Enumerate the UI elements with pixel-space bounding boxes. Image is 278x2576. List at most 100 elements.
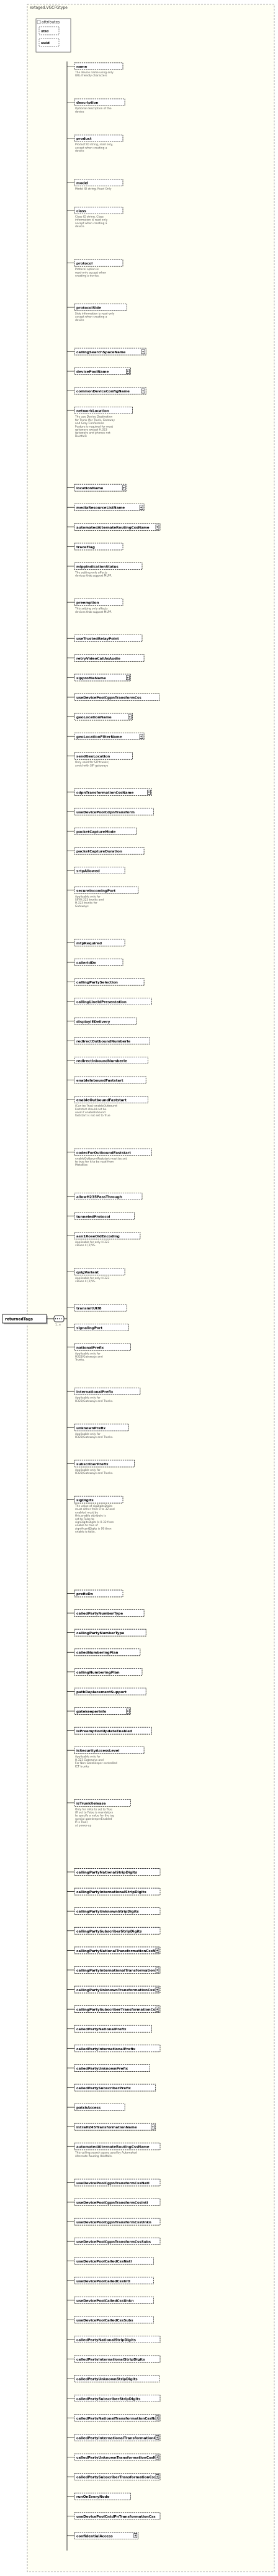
element-calling-search-space-name[interactable]: [74, 348, 146, 356]
element-intra-h245-transformation-name[interactable]: [74, 2123, 156, 2131]
element-codec-for-outbound-faststart[interactable]: [74, 1148, 152, 1156]
element-patch-access[interactable]: [74, 2104, 125, 2111]
element-calling-numbering-plan[interactable]: [74, 1668, 143, 1676]
element-use-device-pool-called-css-intl[interactable]: [74, 2277, 154, 2285]
element-called-party-international-strip-digits[interactable]: [74, 2355, 161, 2363]
element-allow-h235-pass-through[interactable]: [74, 1193, 143, 1201]
element-calling-party-national-transformation-css-name[interactable]: [74, 1946, 161, 1955]
element-mtp-required[interactable]: [74, 939, 125, 947]
element-transmit-utf8[interactable]: [74, 1304, 127, 1312]
element-geo-location-name[interactable]: [74, 713, 133, 721]
element-calling-party-number-type[interactable]: [74, 1629, 146, 1637]
element-calling-party-unknown-strip-digits[interactable]: [74, 1907, 161, 1915]
element-retry-video-call-as-audio[interactable]: [74, 654, 145, 662]
element-trace-flag[interactable]: [74, 543, 123, 551]
element-use-device-pool-cgpn-transform-css[interactable]: [74, 694, 160, 701]
element-class[interactable]: [74, 207, 123, 214]
element-label: calledPartyNationalTransformationCssName: [76, 2417, 163, 2421]
element-use-device-pool-cdpn-transform[interactable]: [74, 808, 154, 816]
element-unknown-prefix[interactable]: [74, 1424, 129, 1432]
element-qsig-variant[interactable]: [74, 1268, 125, 1276]
element-media-resource-list-name[interactable]: [74, 504, 145, 512]
element-subscriber-prefix[interactable]: [74, 1460, 135, 1468]
element-use-trusted-relay-point[interactable]: [74, 635, 143, 643]
element-use-device-pool-called-css-subs[interactable]: [74, 2316, 154, 2324]
element-send-geo-location[interactable]: [74, 752, 133, 760]
element-enable-outbound-faststart[interactable]: [74, 1096, 148, 1103]
element-device-pool-name[interactable]: [74, 368, 131, 375]
element-called-party-unknown-prefix[interactable]: [74, 2064, 150, 2072]
element-product[interactable]: [74, 134, 123, 142]
element-tunneled-protocol[interactable]: [74, 1212, 135, 1220]
element-protocol-side[interactable]: [74, 304, 127, 311]
element-is-security-access-level[interactable]: [74, 1747, 145, 1755]
element-called-numbering-plan[interactable]: [74, 1648, 141, 1656]
element-confidential-access[interactable]: [74, 2532, 139, 2539]
element-calling-party-international-transformation-css-name[interactable]: [74, 1966, 161, 1974]
attribute-uuid[interactable]: [38, 38, 60, 47]
element-called-party-subscriber-transformation-css-name[interactable]: [74, 2473, 161, 2481]
element-network-location[interactable]: [74, 407, 133, 415]
element-calling-party-subscriber-strip-digits[interactable]: [74, 1927, 161, 1935]
element-srtp-allowed[interactable]: [74, 867, 125, 875]
element-calling-party-subscriber-transformation-css-name[interactable]: [74, 2005, 161, 2013]
element-caller-id-dn[interactable]: [74, 959, 123, 966]
element-use-device-pool-cntd-pn-transformation-css[interactable]: [74, 2512, 161, 2520]
element-label: geoLocationFilterName: [76, 736, 122, 739]
element-location-name[interactable]: [74, 484, 127, 492]
element-called-party-subscriber-prefix[interactable]: [74, 2084, 156, 2092]
element-run-on-every-node[interactable]: [74, 2492, 131, 2500]
element-automated-alternate-routing-css-name[interactable]: [74, 2143, 161, 2151]
element-mlpp-indication-status[interactable]: [74, 563, 143, 570]
element-gatekeeper-info[interactable]: [74, 1707, 131, 1715]
element-geo-location-filter-name[interactable]: [74, 733, 145, 740]
element-enable-inbound-faststart[interactable]: [74, 1076, 146, 1084]
element-signaling-port[interactable]: [74, 1324, 129, 1332]
element-calling-party-national-strip-digits[interactable]: [74, 1868, 161, 1876]
element-calling-party-international-strip-digits[interactable]: [74, 1887, 161, 1896]
element-is-preemption-update-enabled[interactable]: [74, 1727, 152, 1735]
element-use-device-pool-called-css-natl[interactable]: [74, 2257, 154, 2265]
element-calling-party-unknown-transformation-css-name[interactable]: [74, 1986, 161, 1994]
element-national-prefix[interactable]: [74, 1343, 131, 1351]
element-path-replacement-support[interactable]: [74, 1688, 146, 1696]
element-packet-capture-mode[interactable]: [74, 828, 137, 835]
element-calling-party-selection[interactable]: [74, 978, 145, 986]
attribute-xtid[interactable]: [38, 26, 60, 35]
element-packet-capture-duration[interactable]: [74, 847, 145, 855]
element-called-party-national-strip-digits[interactable]: [74, 2336, 161, 2343]
element-international-prefix[interactable]: [74, 1388, 141, 1395]
element-called-party-international-prefix[interactable]: [74, 2045, 161, 2053]
element-use-device-pool-called-css-unkn[interactable]: [74, 2297, 154, 2304]
element-preemption[interactable]: [74, 599, 123, 606]
element-use-device-pool-cgpn-transform-css-natl[interactable]: [74, 2179, 161, 2187]
element-is-trunk-release[interactable]: [74, 1799, 131, 1807]
element-called-party-national-prefix[interactable]: [74, 2025, 152, 2033]
element-called-party-unknown-transformation-css-name[interactable]: [74, 2453, 161, 2461]
element-cdpn-transformation-css-name[interactable]: [74, 788, 152, 796]
element-calling-line-id-presentation[interactable]: [74, 998, 152, 1006]
element-called-party-number-type[interactable]: [74, 1609, 145, 1617]
element-use-device-pool-cgpn-transform-css-unkn[interactable]: [74, 2218, 161, 2226]
element-redirect-outbound-number-ie[interactable]: [74, 1037, 150, 1045]
element-use-device-pool-cgpn-transform-css-intl[interactable]: [74, 2199, 161, 2206]
element-asn1-rose-oid-encoding[interactable]: [74, 1232, 141, 1240]
element-description[interactable]: [74, 98, 125, 106]
element-redirect-inbound-number-ie[interactable]: [74, 1057, 148, 1064]
element-automated-alternate-routing-css-name[interactable]: [74, 523, 161, 531]
element-model[interactable]: [74, 179, 123, 186]
element-prefix-dn[interactable]: [74, 1589, 123, 1598]
element-label: callingPartySelection: [76, 981, 118, 985]
element-name[interactable]: [74, 62, 123, 70]
element-secure-incoming-port[interactable]: [74, 886, 139, 894]
element-called-party-international-transformation-css-name[interactable]: [74, 2434, 161, 2441]
element-sipprofile-name[interactable]: [74, 674, 131, 682]
element-display-iedelivery[interactable]: [74, 1017, 137, 1025]
element-use-device-pool-cgpn-transform-css-subs[interactable]: [74, 2238, 161, 2245]
element-protocol[interactable]: [74, 259, 123, 267]
element-called-party-unknown-strip-digits[interactable]: [74, 2375, 160, 2383]
element-called-party-national-transformation-css-name[interactable]: [74, 2414, 161, 2422]
element-called-party-subscriber-strip-digits[interactable]: [74, 2394, 161, 2402]
element-sig-digits[interactable]: [74, 1496, 123, 1504]
element-common-device-config-name[interactable]: [74, 387, 146, 395]
